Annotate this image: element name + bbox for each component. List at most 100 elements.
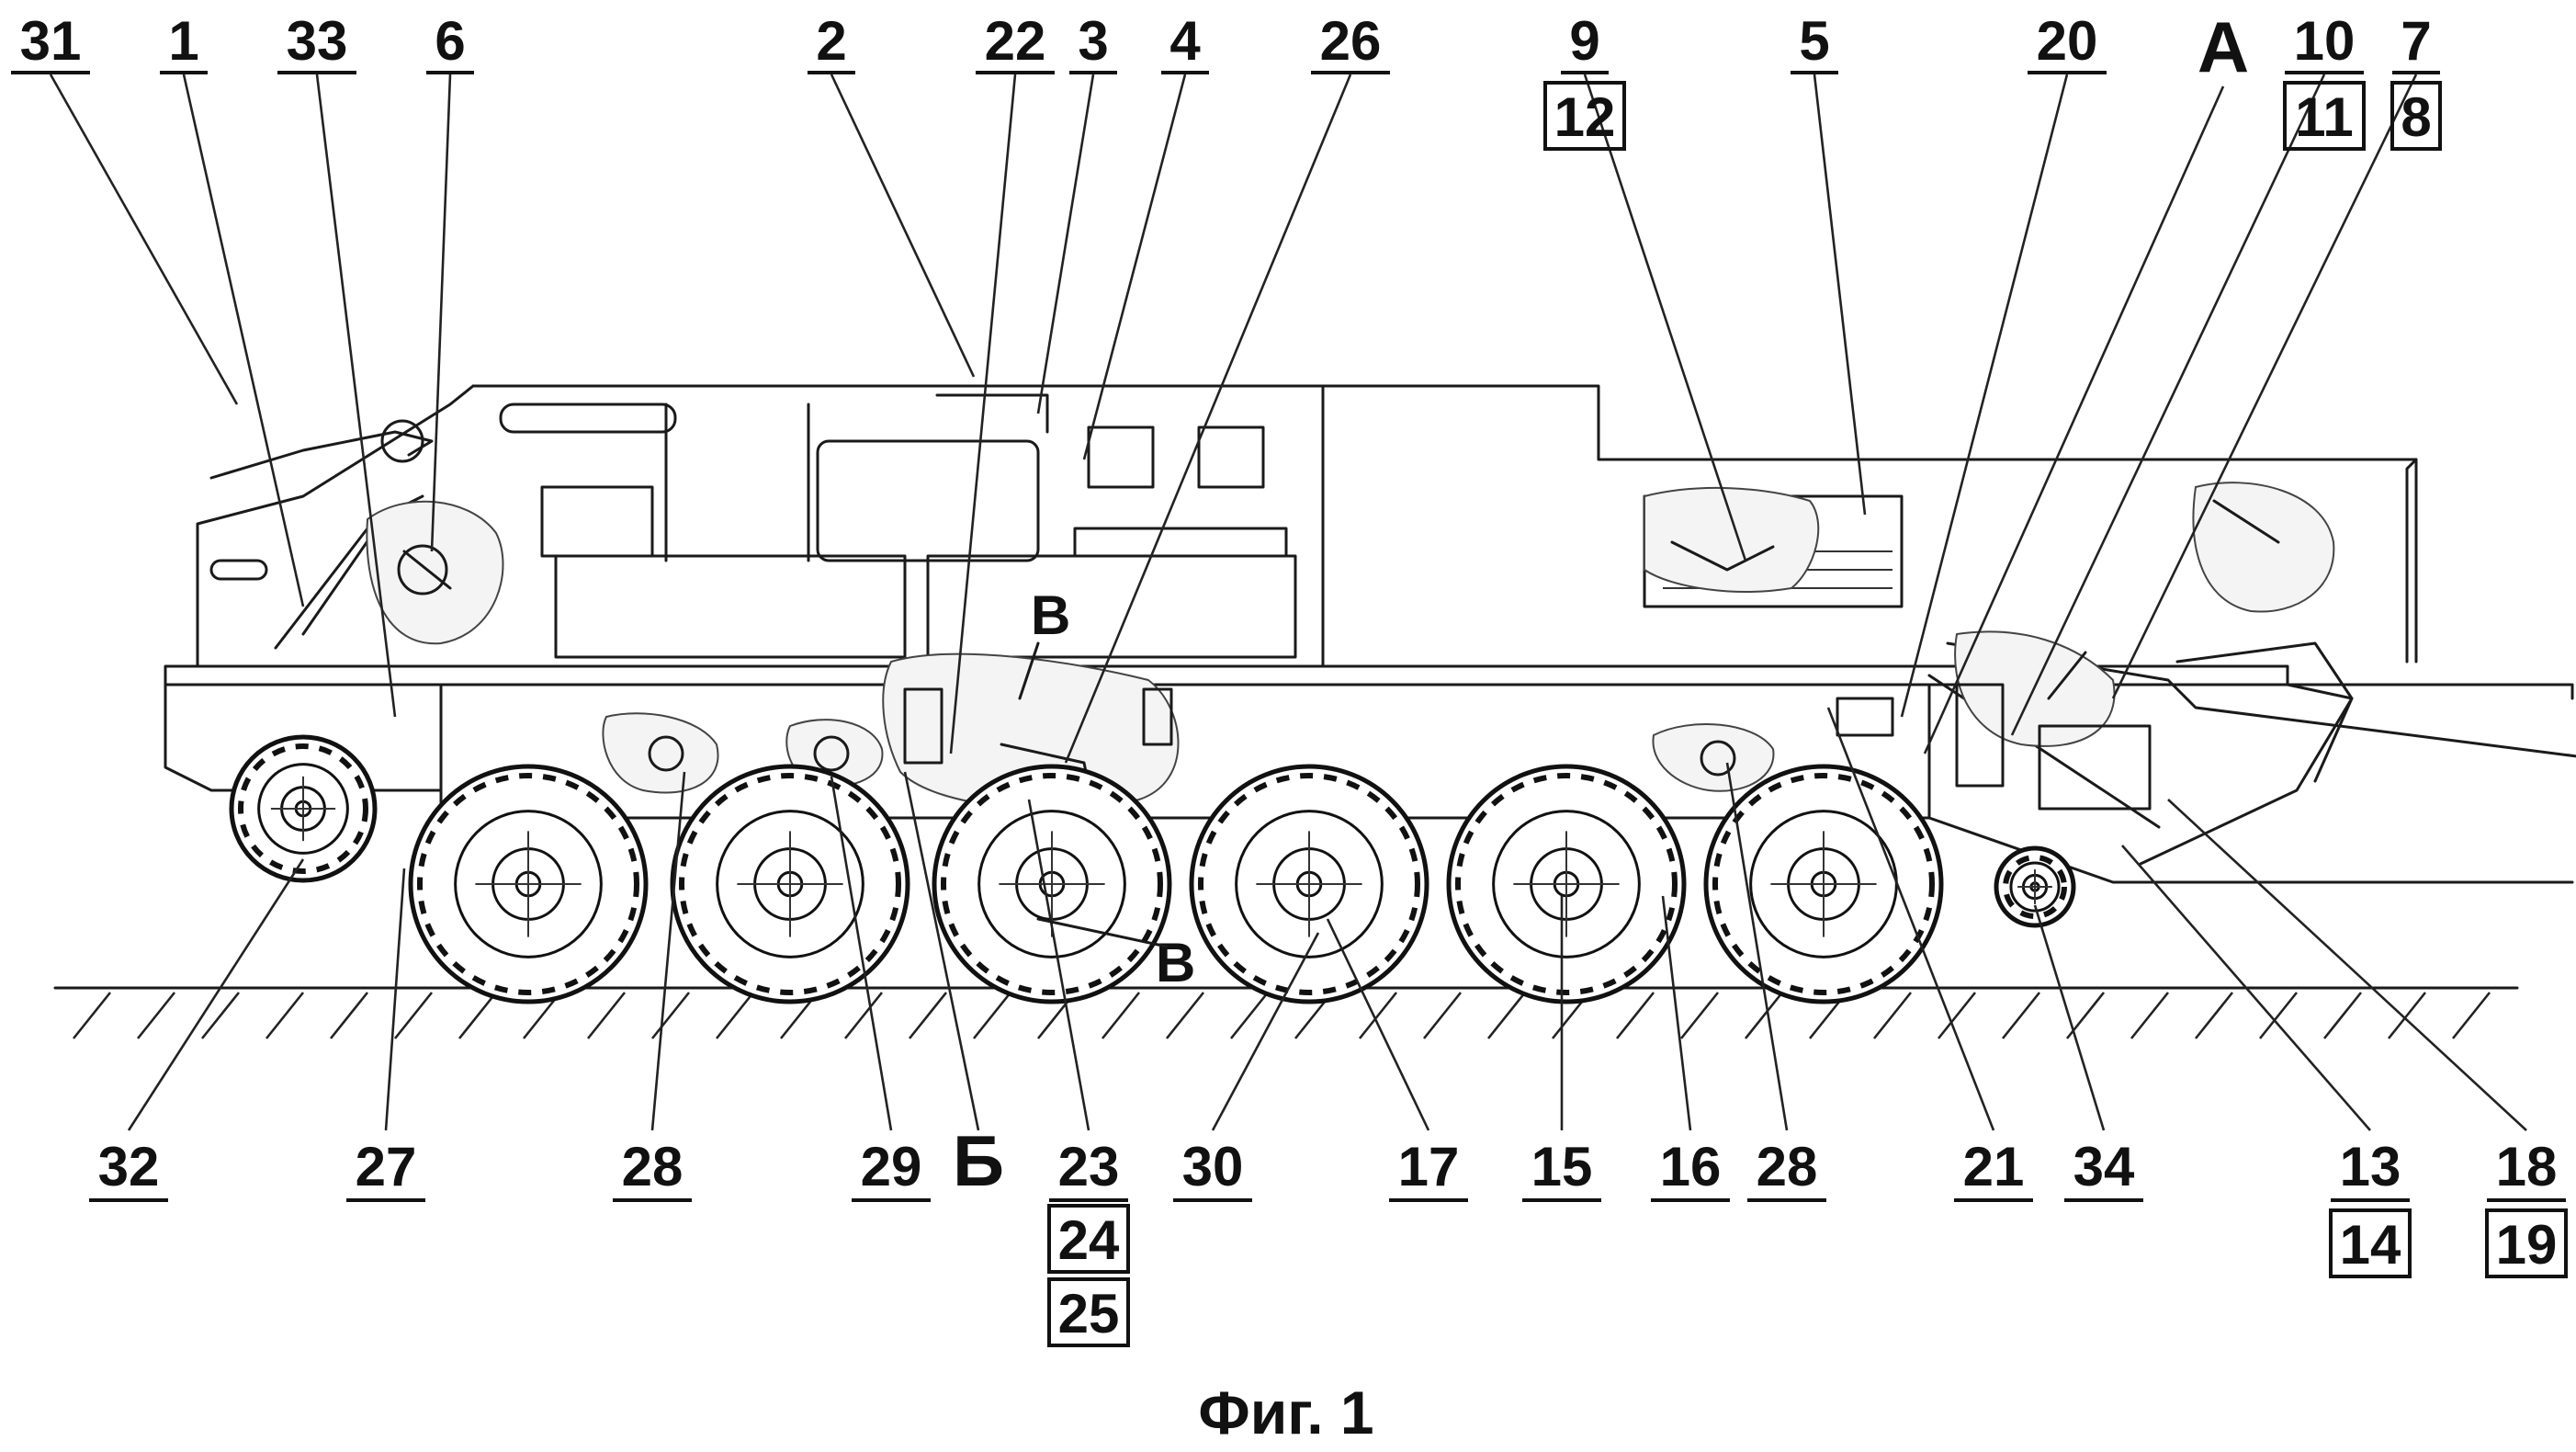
road-wheel-6 [1703,764,1944,1004]
ground-hatch [1165,992,1205,1039]
label-15: 15 [1531,1136,1593,1197]
leader-32 [127,858,305,1131]
leader-28b [1725,762,1789,1131]
label-box-12 [1543,81,1626,151]
ground-hatch [1872,992,1913,1039]
road-wheel-5 [1446,764,1687,1004]
label-20: 20 [2037,10,2098,72]
ground-hatch [1679,992,1720,1039]
leader-B-cyr [903,771,980,1131]
label-28a: 28 [622,1136,684,1197]
rear-support-wheel [1994,845,2076,928]
label-23: 23 [1058,1136,1120,1197]
ground-hatch [2001,992,2041,1039]
leader-A [1923,85,2225,754]
leader-34 [2033,904,2106,1131]
leader-6 [430,74,452,552]
ground-hatch [843,992,884,1039]
label-28b: 28 [1757,1136,1818,1197]
label-21: 21 [1963,1136,2025,1197]
leader-18 [2167,799,2527,1131]
leader-21 [1826,707,1995,1131]
ground-hatch [1937,992,1977,1039]
leader-28a [650,771,686,1131]
leader-31 [49,74,239,405]
leader-27 [384,868,406,1131]
label-34: 34 [2073,1136,2135,1197]
label-25: 25 [1058,1283,1120,1344]
label-box-11 [2283,81,2366,151]
leader-9 [1583,74,1747,562]
ground-hatch [1744,992,1784,1039]
leader-26 [1064,74,1352,764]
cutaway-views [366,482,2335,811]
label-11: 11 [2295,86,2353,148]
label-9: 9 [1569,10,1599,72]
label-8: 8 [2401,86,2431,148]
ground-hatch [2387,992,2427,1039]
ground-hatch [650,992,691,1039]
label-5: 5 [1799,10,1829,72]
leader-23 [1027,799,1090,1131]
label-27: 27 [356,1136,417,1197]
label-29: 29 [861,1136,922,1197]
ground-hatch [972,992,1012,1039]
leader-2 [830,74,976,378]
ground-hatch [329,992,369,1039]
ground-hatch [72,992,112,1039]
road-wheel-1 [408,764,649,1004]
label-16: 16 [1660,1136,1722,1197]
label-13: 13 [2340,1136,2401,1197]
leader-20 [1900,74,2069,718]
ground-hatch [458,992,498,1039]
label-box-19 [2485,1208,2568,1278]
ground-hatch [2258,992,2299,1039]
leader-29 [830,776,893,1131]
label-box-25 [1047,1277,1130,1347]
label-19: 19 [2496,1214,2558,1276]
leader-4 [1082,74,1187,460]
label-A: А [2198,6,2249,87]
ground-hatch [908,992,948,1039]
front-drum-wheel [229,734,378,883]
label-3: 3 [1078,10,1108,72]
ground-hatch [1229,992,1270,1039]
ground-hatch [393,992,434,1039]
ground-hatch [1486,992,1527,1039]
label-B-cyr: Б [953,1120,1004,1201]
leader-30 [1211,932,1320,1131]
leader-5 [1813,74,1867,516]
section-mark-bottom: В [1156,932,1195,993]
road-wheel-2 [670,764,910,1004]
label-12: 12 [1554,86,1616,148]
road-wheel-3 [932,764,1172,1004]
label-box-24 [1047,1204,1130,1274]
label-18: 18 [2496,1136,2558,1197]
label-box-14 [2329,1208,2412,1278]
label-7: 7 [2401,10,2431,72]
ground-hatch [200,992,241,1039]
label-17: 17 [1398,1136,1460,1197]
label-10: 10 [2294,10,2356,72]
label-31: 31 [20,10,82,72]
label-26: 26 [1320,10,1382,72]
leader-33 [315,74,397,718]
leader-13 [2121,845,2371,1131]
ground-hatch [1101,992,1141,1039]
label-33: 33 [287,10,348,72]
leader-lines [49,74,2527,1131]
leader-1 [182,74,305,607]
label-4: 4 [1169,10,1201,72]
label-32: 32 [98,1136,160,1197]
figure-caption: Фиг. 1 [1198,1378,1373,1446]
ground-hatch [136,992,176,1039]
leader-10 [2010,74,2326,736]
label-30: 30 [1182,1136,1244,1197]
road-wheel-4 [1189,764,1429,1004]
ground-hatch [586,992,627,1039]
ground-hatch [1358,992,1398,1039]
label-14: 14 [2340,1214,2401,1276]
ground-hatch [2130,992,2170,1039]
